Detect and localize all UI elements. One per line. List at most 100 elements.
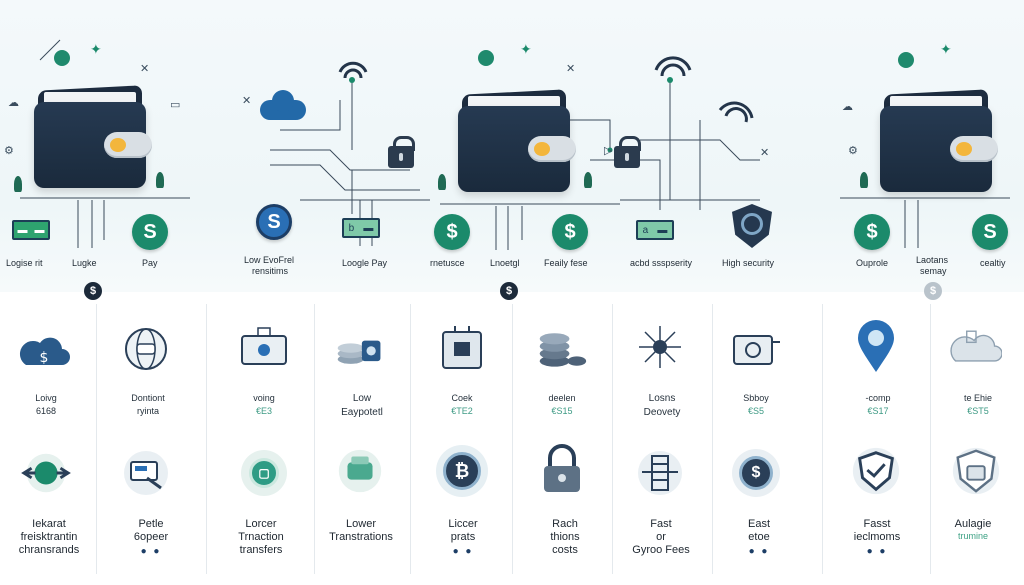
top-label: rnetusce [430,258,465,268]
column-divider [410,304,411,574]
sparkle-icon: ✦ [90,41,102,57]
divider-dollar-badge: $ [924,282,942,300]
x-mark-icon: ✕ [140,63,150,75]
cash-register-icon [334,446,386,496]
feature-label: te Ehie€ST5 [963,393,993,416]
feature-label: Sbboy€S5 [743,393,769,416]
green-dot-decoration [54,50,70,66]
dollar-coin-icon: $ [434,214,470,250]
camera-safe-icon [730,322,782,372]
location-pin-icon [850,320,902,372]
monitor-icon [238,322,290,372]
padlock-icon [536,444,588,494]
payment-terminal-icon [120,448,172,498]
card-icon: a▬ [636,220,674,240]
top-label: cealtiy [980,258,1006,268]
cloud-icon [260,90,306,120]
column-divider [96,304,97,574]
banknote-icon: ▬▬ [12,220,50,240]
coin-stack-icon [536,324,588,374]
circuit-lines [20,39,1010,250]
vault-door-icon [436,322,488,372]
network-node-icon [634,322,686,372]
column-divider [930,304,931,574]
folder-icon: ▭ [170,99,181,111]
divider-dollar-badge: $ [500,282,518,300]
swap-dollar-icon: S [132,214,168,250]
top-label: semay [920,266,947,276]
tree-icon [584,172,592,188]
gear-icon: ⚙ [848,145,858,157]
top-label: Lugke [72,258,97,268]
top-label: Lnoetgl [490,258,520,268]
top-label: Feaily fese [544,258,588,268]
indicator-dots: ● ● [452,546,474,557]
feature-label: voing€E3 [253,393,275,416]
x-mark-icon: ✕ [566,63,576,75]
cloud-outline-icon: ☁ [842,101,853,113]
shield-lock-icon [950,446,1002,496]
column-divider [612,304,613,574]
tree-icon [14,176,22,192]
dollar-coin-icon: $ [854,214,890,250]
dollar-coin-icon: $ [552,214,588,250]
column-divider [206,304,207,574]
top-illustration-banner: ✦ ✕ ☁ ⚙ ▭ ✕ ✦ ✕ ▷ ✕ ✦ ⚙ ☁ ▬▬ S S b▬ $ $ … [0,0,1024,292]
play-arrow-icon: ▷ [604,145,613,157]
feature-label: deelen€S15 [548,393,576,416]
gear-icon: ⚙ [4,145,14,157]
tree-icon [156,172,164,188]
cloud-dollar-icon: $ [18,326,70,376]
wallet-icon [458,89,576,194]
svg-text:$: $ [40,350,49,366]
dollar-coin-icon: S [256,204,292,240]
x-mark-icon: ✕ [760,147,770,159]
feature-label: Coek€TE2 [451,393,473,416]
fast-ladder-icon [634,448,686,498]
globe-network-icon [120,324,172,374]
globe-arrows-icon [20,448,72,498]
lock-icon [388,136,415,168]
top-label: rensitims [252,266,289,276]
wallet-icon [34,85,152,190]
column-divider [314,304,315,574]
lock-icon [614,136,641,168]
bitcoin-icon: ₿ [436,445,488,497]
swap-dollar-icon: S [972,214,1008,250]
tree-icon [860,172,868,188]
wallet-icon [880,89,998,194]
green-dot-decoration [898,52,914,68]
coin-in-circle-icon: ▢ [238,448,290,498]
divider-dollar-badge: $ [84,282,102,300]
indicator-dots: ● ● [748,546,770,557]
sparkle-icon: ✦ [520,41,532,57]
card-icon: b▬ [342,218,380,238]
x-mark-icon: ✕ [242,95,252,107]
indicator-dots: ● ● [140,546,162,557]
top-label: High security [722,258,775,268]
coin-stack-icon [334,324,386,374]
column-divider [822,304,823,574]
feature-label: -comp€S17 [865,393,891,416]
sparkle-icon: ✦ [940,41,952,57]
column-divider [512,304,513,574]
cloud-outline-icon: ☁ [8,97,19,109]
top-label: Laotans [916,255,949,265]
column-divider [712,304,713,574]
green-dot-decoration [478,50,494,66]
cloud-device-icon [950,322,1002,372]
indicator-dots: ● ● [866,546,888,557]
